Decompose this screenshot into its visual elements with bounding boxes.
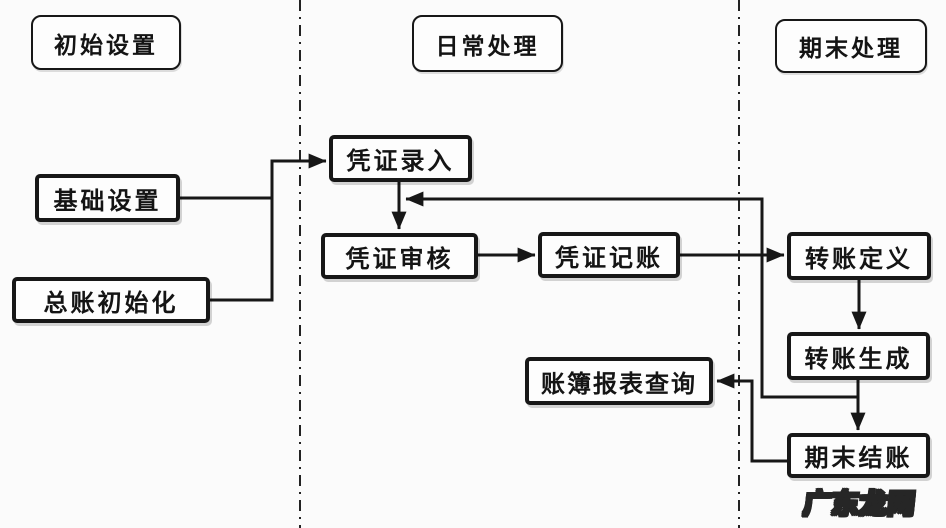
column-header-initial-setup: 初始设置 xyxy=(31,15,181,70)
column-header-daily-processing: 日常处理 xyxy=(412,15,563,72)
node-ledger-report-query: 账簿报表查询 xyxy=(525,357,713,405)
watermark-guangdong-long-net: 广东龙网 xyxy=(801,488,918,521)
node-transfer-definition: 转账定义 xyxy=(787,232,931,280)
node-ledger-init: 总账初始化 xyxy=(12,277,210,323)
node-voucher-audit: 凭证审核 xyxy=(321,233,478,279)
node-voucher-posting: 凭证记账 xyxy=(538,232,680,278)
node-transfer-generation: 转账生成 xyxy=(787,332,930,380)
node-period-end-closing: 期末结账 xyxy=(787,433,930,478)
edge-period-end-closing-to-ledger-report-query xyxy=(716,373,787,463)
column-header-period-end-processing: 期末处理 xyxy=(775,19,927,73)
edge-ledger-init-to-voucher-entry xyxy=(210,153,327,302)
node-basic-settings: 基础设置 xyxy=(35,174,180,222)
node-voucher-entry: 凭证录入 xyxy=(329,135,472,182)
